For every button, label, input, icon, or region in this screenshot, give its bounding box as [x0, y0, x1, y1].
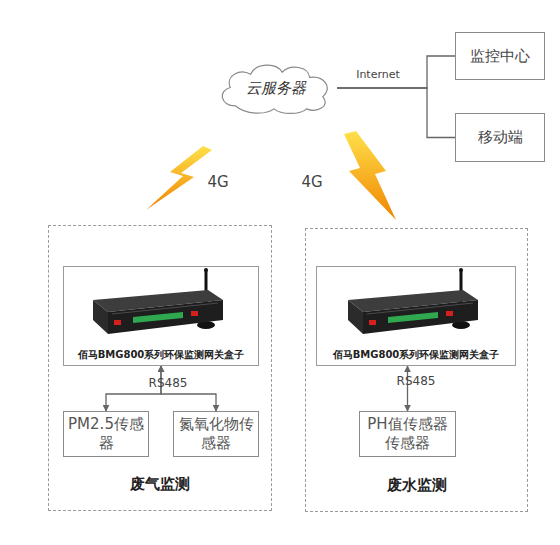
- node-label: PH值传感器传感器: [364, 415, 451, 453]
- gateway-box: 佰马BMG800系列环保监测网关盒子: [316, 266, 516, 366]
- group-heading: 废气监测: [49, 475, 271, 494]
- gateway-box: 佰马BMG800系列环保监测网关盒子: [63, 266, 259, 366]
- sensor-box: 氮氧化物传感器: [173, 411, 259, 457]
- bus-label: RS485: [149, 376, 188, 390]
- node-label: 移动端: [478, 128, 523, 147]
- cloud-node: 云服务器: [215, 60, 337, 116]
- group-frame: 废气监测 佰马BMG800系列环保监测网关盒子 PM2.5传感器氮氧化物传感器: [48, 225, 272, 511]
- terminal-box: 监控中心: [455, 32, 545, 80]
- link-label: 4G: [207, 173, 228, 191]
- connector-line: [337, 88, 455, 138]
- connector-line: [407, 366, 408, 411]
- gateway-device: [348, 268, 478, 334]
- network-label: Internet: [356, 68, 400, 81]
- sensor-box: PM2.5传感器: [63, 411, 149, 457]
- group-frame: 废水监测 佰马BMG800系列环保监测网关盒子 PH值传感器传感器: [305, 228, 528, 512]
- device-caption: 佰马BMG800系列环保监测网关盒子: [64, 348, 258, 362]
- gateway-device: [93, 268, 223, 334]
- node-label: 氮氧化物传感器: [178, 415, 254, 453]
- connector-line: [337, 56, 455, 88]
- terminal-box: 移动端: [455, 113, 545, 162]
- sensor-box: PH值传感器传感器: [359, 411, 456, 457]
- node-label: 监控中心: [470, 47, 530, 66]
- node-label: 云服务器: [246, 79, 306, 98]
- device-caption: 佰马BMG800系列环保监测网关盒子: [317, 348, 515, 362]
- lightning-bolt: [146, 146, 212, 210]
- link-label: 4G: [301, 173, 322, 191]
- node-label: PM2.5传感器: [68, 415, 144, 453]
- bus-label: RS485: [397, 374, 436, 388]
- group-heading: 废水监测: [306, 476, 527, 495]
- lightning-bolt: [344, 131, 396, 220]
